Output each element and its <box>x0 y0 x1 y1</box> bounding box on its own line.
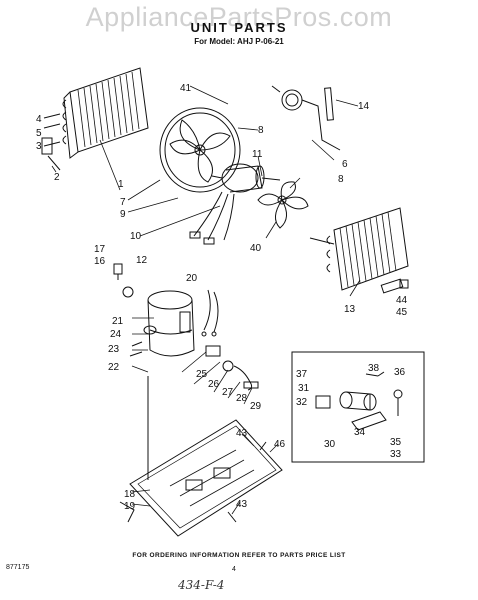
callout-19: 19 <box>124 501 136 512</box>
callout-45: 45 <box>396 307 408 318</box>
callout-8: 8 <box>258 125 264 136</box>
callout-43: 43 <box>236 499 248 510</box>
callout-24: 24 <box>110 329 122 340</box>
callout-28: 28 <box>236 393 248 404</box>
fan-blade <box>159 107 241 193</box>
callout-14: 14 <box>358 101 370 112</box>
callout-36: 36 <box>394 367 406 378</box>
service-valve <box>113 263 134 298</box>
diagram-title: UNIT PARTS <box>190 20 288 35</box>
callout-7: 7 <box>120 197 126 208</box>
callout-16: 16 <box>94 256 106 267</box>
callout-31: 31 <box>298 383 310 394</box>
watermark: AppliancePartsPros.com <box>85 2 393 32</box>
callout-41: 41 <box>180 83 192 94</box>
wiring-harness <box>201 289 219 337</box>
callout-1: 1 <box>118 179 124 190</box>
fan-motor <box>189 163 281 245</box>
callout-43: 43 <box>236 428 248 439</box>
coil-brackets <box>41 113 61 171</box>
callout-10: 10 <box>130 231 142 242</box>
callout-20: 20 <box>186 273 198 284</box>
model-label: For Model: AHJ P-06-21 <box>194 37 284 46</box>
callout-46: 46 <box>274 439 286 450</box>
compressor <box>129 290 195 357</box>
callout-12: 12 <box>136 255 148 266</box>
blower-wheel <box>257 181 309 229</box>
condenser-coil <box>62 67 149 159</box>
leader-lines <box>51 85 361 515</box>
evaporator-coil <box>309 207 409 294</box>
ordering-info-footer: FOR ORDERING INFORMATION REFER TO PARTS … <box>132 552 346 559</box>
callout-8: 8 <box>338 174 344 185</box>
callout-38: 38 <box>368 363 380 374</box>
callout-40: 40 <box>250 243 262 254</box>
callout-34: 34 <box>354 427 366 438</box>
page-code: 877175 <box>6 564 30 571</box>
handwritten-note: 434-F-4 <box>178 578 225 592</box>
callout-6: 6 <box>342 159 348 170</box>
callout-9: 9 <box>120 209 126 220</box>
callout-3: 3 <box>36 141 42 152</box>
callout-32: 32 <box>296 397 308 408</box>
callout-17: 17 <box>94 244 106 255</box>
callout-27: 27 <box>222 387 234 398</box>
page-number: 4 <box>232 566 236 573</box>
callout-22: 22 <box>108 362 120 373</box>
callout-37: 37 <box>296 369 308 380</box>
callout-25: 25 <box>196 369 208 380</box>
callout-23: 23 <box>108 344 120 355</box>
callout-11: 11 <box>252 149 263 160</box>
callout-18: 18 <box>124 489 136 500</box>
callout-21: 21 <box>112 316 124 327</box>
capacitor-detail-box <box>291 351 425 463</box>
callout-44: 44 <box>396 295 408 306</box>
callout-13: 13 <box>344 304 356 315</box>
callout-2: 2 <box>54 172 60 183</box>
callout-30: 30 <box>324 439 336 450</box>
base-pan <box>119 376 283 537</box>
capillary-tube <box>271 85 341 151</box>
callout-26: 26 <box>208 379 220 390</box>
callout-29: 29 <box>250 401 262 412</box>
callout-35: 35 <box>390 437 402 448</box>
callout-5: 5 <box>36 128 42 139</box>
overload-relay <box>205 345 259 391</box>
callout-33: 33 <box>390 449 402 460</box>
callout-4: 4 <box>36 114 42 125</box>
